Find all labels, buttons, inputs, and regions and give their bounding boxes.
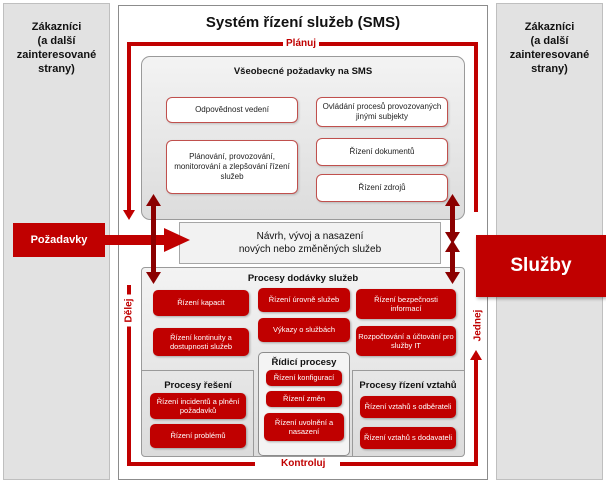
business-relationship-management: Řízení vztahů s odběrateli bbox=[360, 396, 456, 418]
incident-management: Řízení incidentů a plnění požadavků bbox=[150, 393, 246, 419]
delivery-title: Procesy dodávky služeb bbox=[247, 273, 359, 284]
budgeting-accounting: Rozpočtování a účtování pro služby IT bbox=[356, 326, 456, 356]
general-requirements-title: Všeobecné požadavky na SMS bbox=[233, 66, 373, 77]
release-deployment-management: Řízení uvolnění a nasazení bbox=[264, 413, 344, 441]
do-arrow bbox=[127, 285, 255, 466]
supplier-management: Řízení vztahů s dodavateli bbox=[360, 427, 456, 449]
relationship-panel bbox=[352, 370, 464, 456]
double-arrow-right-bottom bbox=[445, 240, 460, 284]
sms-title: Systém řízení služeb (SMS) bbox=[205, 14, 401, 31]
control-title: Řídicí procesy bbox=[271, 357, 337, 368]
check-arrow bbox=[340, 358, 478, 466]
double-arrow-left bbox=[146, 194, 161, 284]
document-management: Řízení dokumentů bbox=[316, 138, 448, 166]
service-reporting: Výkazy o službách bbox=[258, 318, 350, 342]
customers-right-label: Zákazníci (a další zainteresované strany… bbox=[509, 21, 590, 75]
management-responsibility: Odpovědnost vedení bbox=[166, 97, 298, 123]
resolution-panel bbox=[142, 370, 254, 456]
configuration-management: Řízení konfigurací bbox=[266, 370, 342, 386]
double-arrow-right-top bbox=[445, 194, 460, 244]
information-security-management: Řízení bezpečnosti informací bbox=[356, 289, 456, 319]
service-level-management: Řízení úrovně služeb bbox=[258, 288, 350, 312]
design-transition-box: Návrh, vývoj a nasazení nových nebo změn… bbox=[179, 222, 441, 264]
plan-label: Plánuj bbox=[283, 38, 320, 50]
plan-operate-improve: Plánování, provozování, monitorování a z… bbox=[166, 140, 298, 194]
requirements-box: Požadavky bbox=[13, 223, 105, 257]
continuity-availability-management: Řízení kontinuity a dostupnosti služeb bbox=[153, 328, 249, 356]
act-label: Jednej bbox=[472, 307, 484, 344]
requirements-arrow bbox=[105, 228, 190, 252]
customers-left-label: Zákazníci (a další zainteresované strany… bbox=[16, 21, 97, 75]
check-label: Kontroluj bbox=[278, 458, 329, 470]
do-label: Dělej bbox=[123, 294, 135, 327]
plan-arrow bbox=[127, 42, 478, 212]
relationship-title: Procesy řízení vztahů bbox=[359, 380, 457, 391]
resolution-title: Procesy řešení bbox=[164, 380, 232, 391]
capacity-management: Řízení kapacit bbox=[153, 290, 249, 316]
change-management: Řízení změn bbox=[266, 391, 342, 407]
resource-management: Řízení zdrojů bbox=[316, 174, 448, 202]
services-box: Služby bbox=[476, 235, 606, 297]
problem-management: Řízení problémů bbox=[150, 424, 246, 448]
governance-of-processes: Ovládání procesů provozovaných jinými su… bbox=[316, 97, 448, 127]
